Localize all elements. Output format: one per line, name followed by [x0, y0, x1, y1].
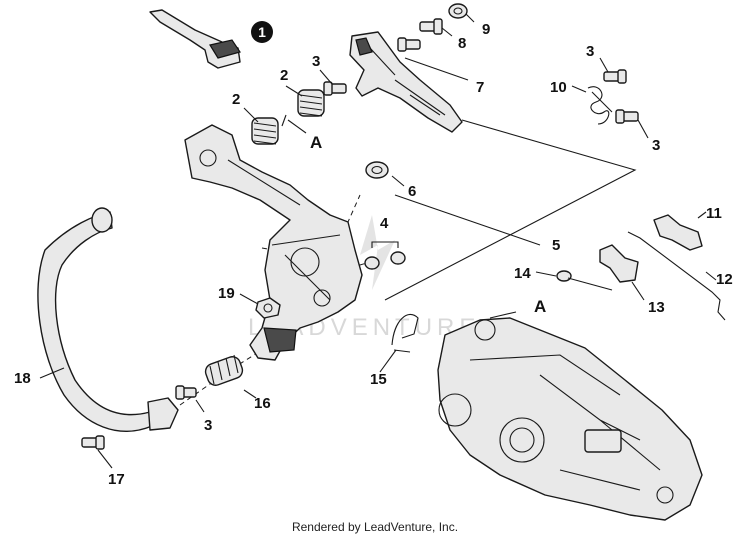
callout-label: 2 [232, 91, 240, 108]
leader-lines [39, 13, 717, 469]
callout-label: 5 [552, 237, 560, 254]
callout-label: 8 [458, 35, 466, 52]
callout-letter: A [310, 133, 322, 152]
bushing-part [364, 241, 406, 270]
callout-label: 3 [586, 43, 594, 60]
callout-label: 14 [514, 265, 531, 282]
crankcase-part [437, 317, 703, 521]
callout-label: 6 [408, 183, 416, 200]
grommet-part [365, 161, 389, 179]
screw-part [323, 81, 347, 96]
callout-label: 10 [550, 79, 567, 96]
screw-part [397, 37, 421, 52]
callout-label: 9 [482, 21, 490, 38]
screw-part [603, 69, 627, 84]
spring-part [251, 117, 279, 145]
callout-label: 7 [476, 79, 484, 96]
badge-number: 1 [258, 24, 266, 40]
lever-part [599, 244, 639, 283]
callout-label: 12 [716, 271, 733, 288]
spring-part [587, 86, 613, 125]
callout-label: 11 [706, 205, 722, 222]
callout-label: 3 [652, 137, 660, 154]
screw-part [615, 109, 639, 124]
callout-labels: 2 2 3 8 9 3 10 3 7 A 6 4 5 11 12 13 14 A… [14, 21, 733, 488]
footer-credit: Rendered by LeadVenture, Inc. [291, 520, 459, 534]
grommet-part [448, 3, 468, 19]
callout-label: 2 [280, 67, 288, 84]
handle-housing-part [184, 124, 363, 361]
screw-part [419, 18, 443, 35]
callout-label: 15 [370, 371, 387, 388]
spring-part [297, 89, 325, 117]
bracket-part [391, 313, 419, 353]
clip-part [556, 270, 613, 291]
callout-label: 4 [380, 215, 389, 232]
handle-cover-part [349, 31, 463, 133]
bracket-part [149, 9, 241, 69]
callout-letter: A [534, 297, 546, 316]
screw-part [175, 385, 197, 400]
callout-label: 17 [108, 471, 125, 488]
callout-label: 13 [648, 299, 665, 316]
callout-label: 18 [14, 370, 31, 387]
callout-label: 19 [218, 285, 235, 302]
spring-part [204, 354, 244, 386]
callout-label: 16 [254, 395, 271, 412]
rod-part [627, 231, 726, 321]
hose-part [37, 207, 179, 432]
nut-part [255, 297, 281, 319]
trigger-part [653, 214, 703, 251]
callout-label: 3 [204, 417, 212, 434]
badge-1: 1 [251, 21, 273, 43]
screw-part [81, 435, 105, 450]
callout-label: 3 [312, 53, 320, 70]
